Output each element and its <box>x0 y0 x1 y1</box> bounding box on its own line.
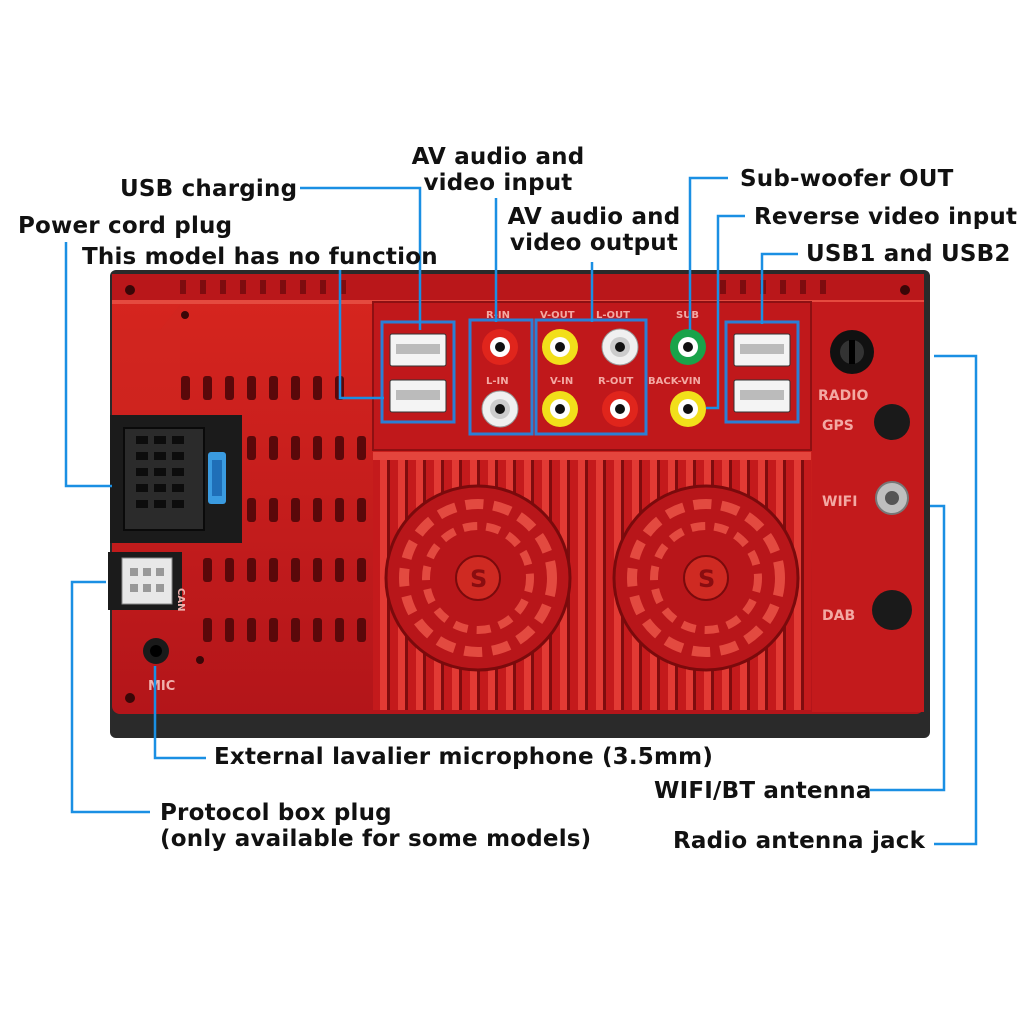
av-input-group: R-IN L-IN <box>468 310 534 436</box>
no-function-label: This model has no function <box>82 244 438 270</box>
sub-marking: SUB <box>676 310 699 321</box>
wifi-marking: WIFI <box>822 494 857 510</box>
l-in-marking: L-IN <box>486 376 509 387</box>
protocol-box-label: Protocol box plug (only available for so… <box>160 800 591 852</box>
cooling-fan-left: S <box>384 484 572 672</box>
wifi-bt-label: WIFI/BT antenna <box>654 778 872 804</box>
power-cord-label: Power cord plug <box>18 213 233 239</box>
av-input-label: AV audio and video input <box>398 144 598 196</box>
v-out-marking: V-OUT <box>540 310 575 321</box>
protocol-box-line-1: Protocol box plug <box>160 800 392 826</box>
av-input-line-1: AV audio and <box>411 144 585 170</box>
subwoofer-jack: SUB <box>670 310 706 365</box>
gps-marking: GPS <box>822 418 854 434</box>
reverse-video-label: Reverse video input <box>754 204 1018 230</box>
back-vin-marking: BACK-VIN <box>648 376 701 387</box>
av-output-label: AV audio and video output <box>494 204 694 256</box>
radio-marking: RADIO <box>818 388 868 404</box>
subwoofer-label: Sub-woofer OUT <box>740 166 954 192</box>
protocol-box-plug: CAN <box>108 552 186 611</box>
r-in-marking: R-IN <box>486 310 510 321</box>
fan-logo: S <box>698 565 715 593</box>
av-output-line-1: AV audio and <box>507 204 681 230</box>
top-vents <box>180 280 826 294</box>
microphone-label: External lavalier microphone (3.5mm) <box>214 744 714 770</box>
reverse-video-jack: BACK-VIN <box>648 376 706 427</box>
protocol-box-line-2: (only available for some models) <box>160 826 592 852</box>
side-vent-grille <box>181 376 366 642</box>
usb1-usb2-ports <box>724 320 800 424</box>
v-in-marking: V-IN <box>550 376 573 387</box>
can-marking: CAN <box>175 588 186 611</box>
leader-lines <box>64 176 978 846</box>
video-in-jack: V-IN <box>542 376 578 427</box>
power-cord-plug <box>110 415 242 543</box>
usb-charging-label: USB charging <box>120 176 298 202</box>
mic-marking: MIC <box>148 679 175 694</box>
av-input-line-2: video input <box>423 170 573 196</box>
cooling-fan-right: S <box>612 484 800 672</box>
av-output-line-2: video output <box>509 230 679 256</box>
l-out-marking: L-OUT <box>596 310 630 321</box>
port-panel <box>372 301 812 451</box>
usb12-label: USB1 and USB2 <box>806 241 1011 267</box>
dab-marking: DAB <box>822 608 855 624</box>
antenna-column: RADIO GPS WIFI DAB <box>812 302 924 712</box>
usb-port-pair-left <box>380 320 456 424</box>
fan-logo: S <box>470 565 487 593</box>
radio-jack-label: Radio antenna jack <box>673 828 926 854</box>
r-out-marking: R-OUT <box>598 376 633 387</box>
left-bracket <box>112 305 180 410</box>
